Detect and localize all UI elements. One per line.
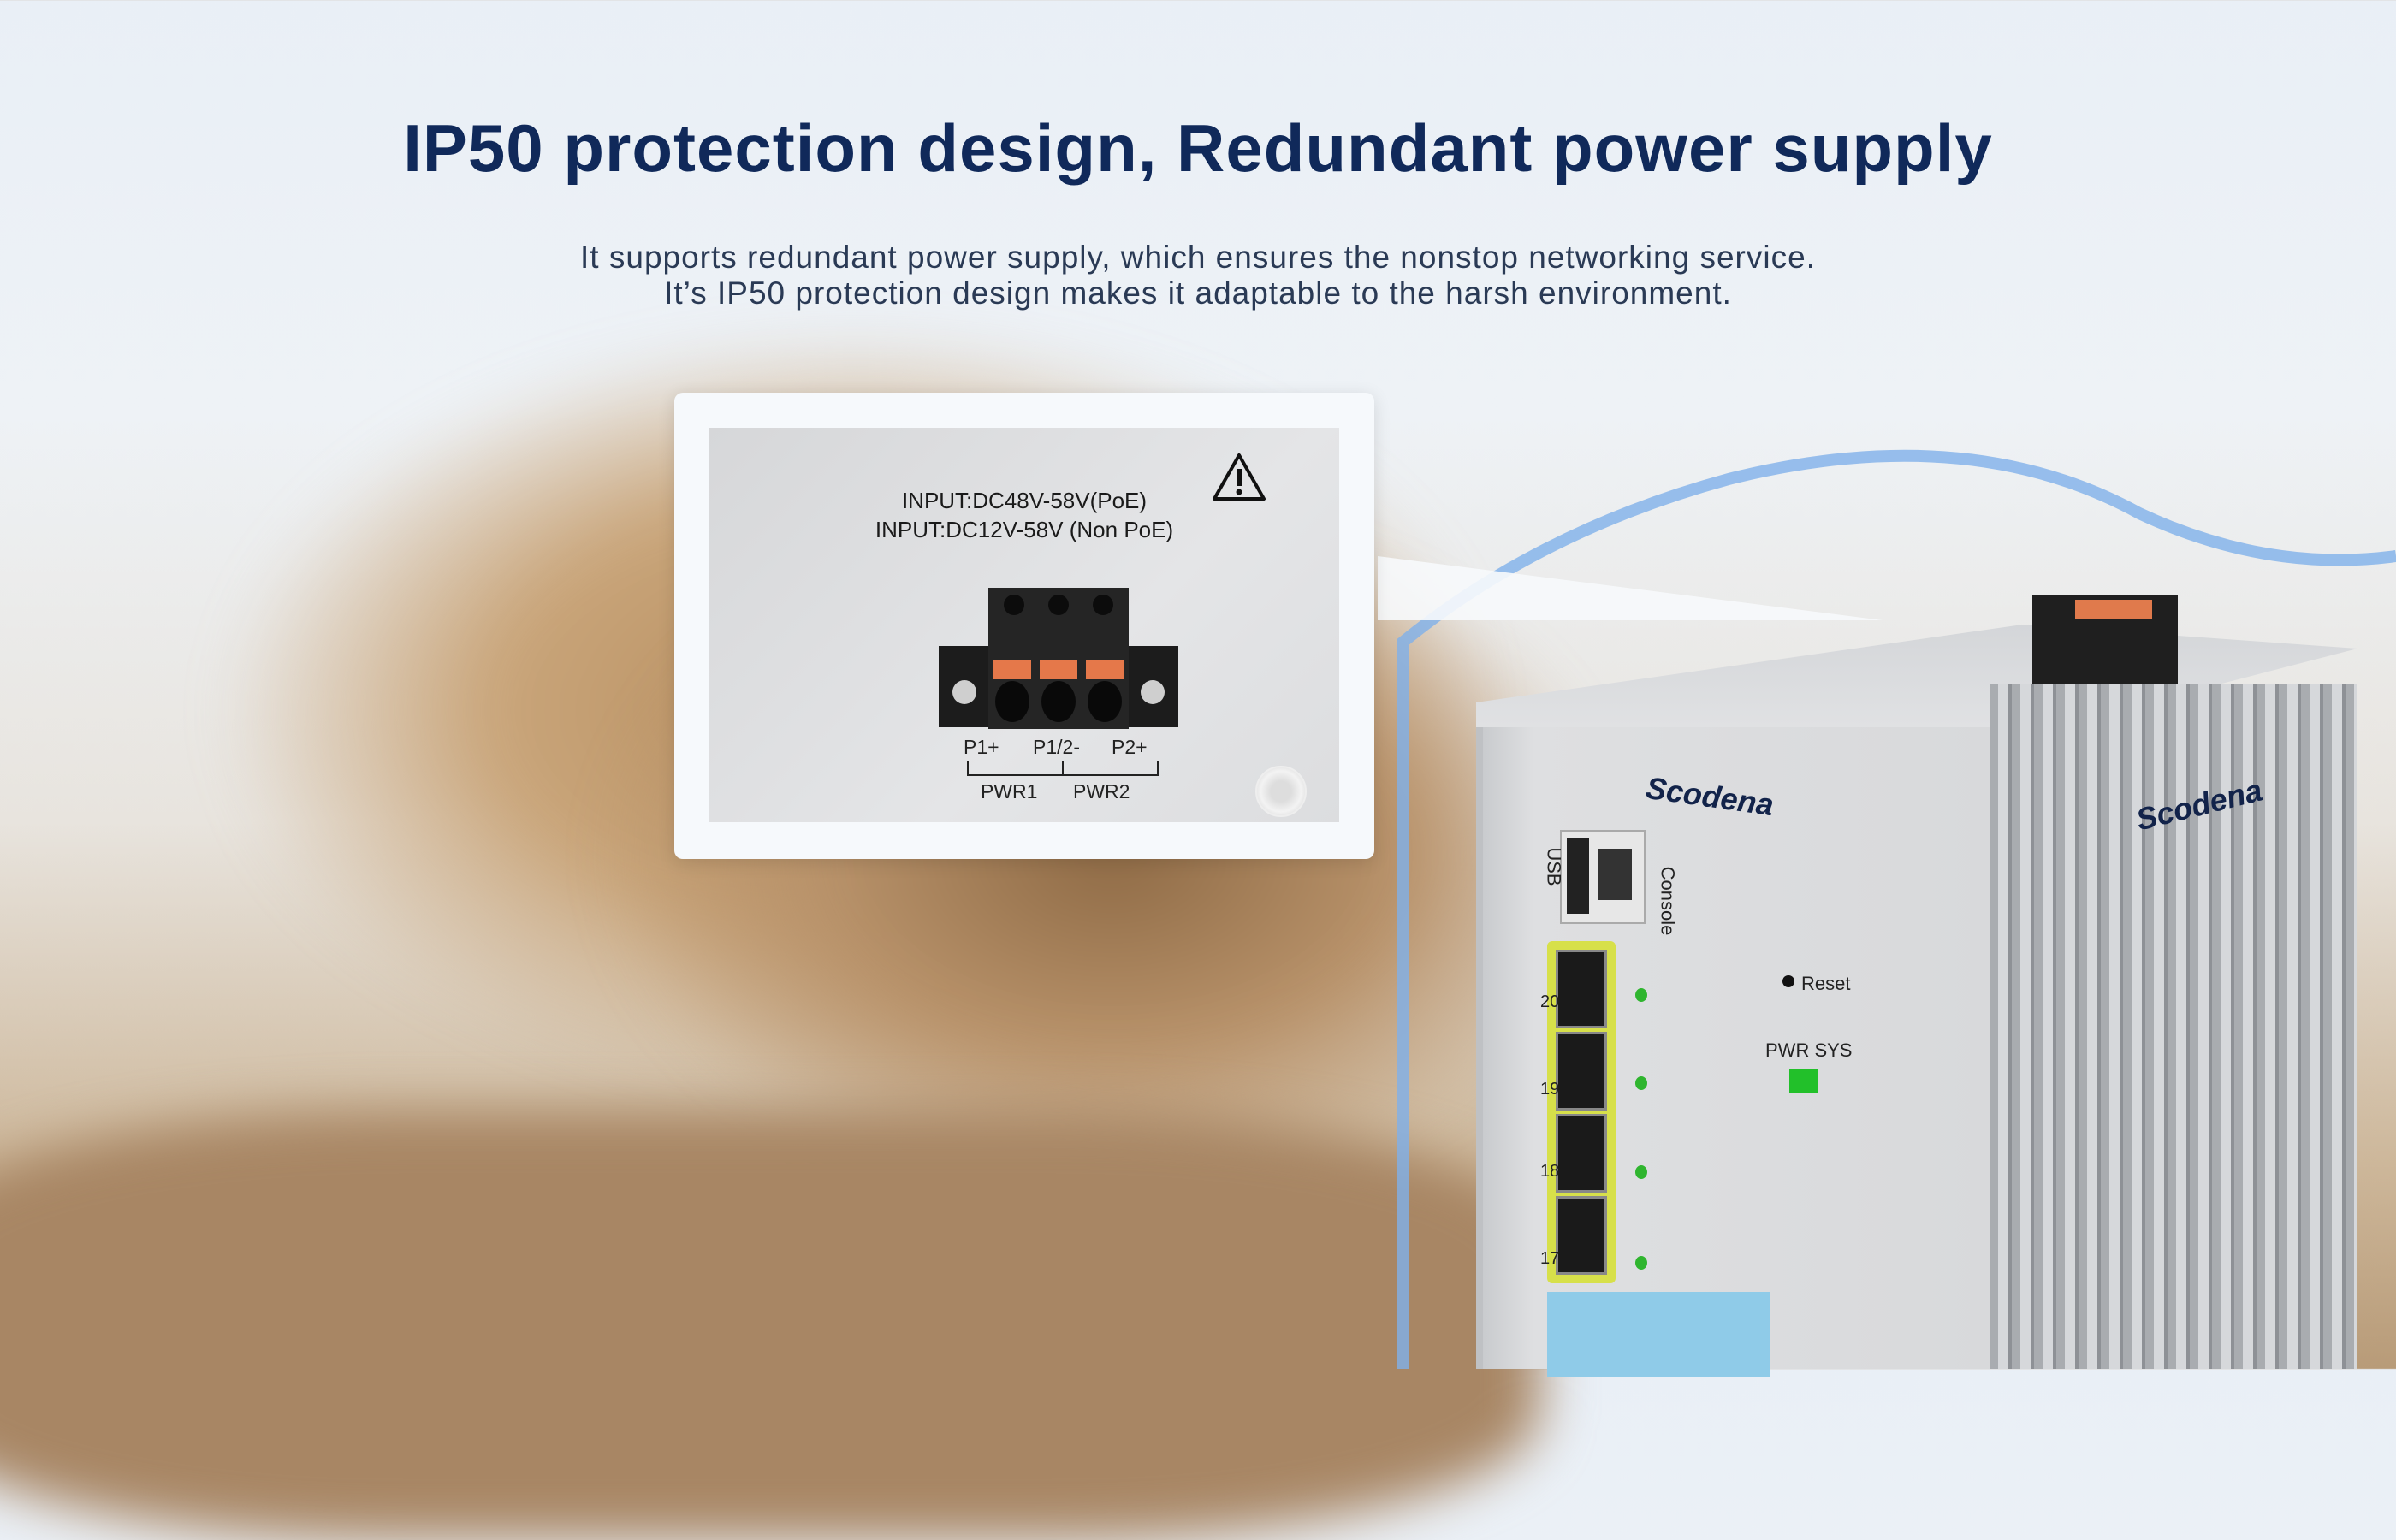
sfp-port[interactable] <box>1556 1114 1607 1193</box>
link-led <box>1635 1165 1647 1179</box>
group-label: PWR1 <box>981 780 1038 803</box>
power-terminal-connector <box>939 588 1178 729</box>
subtitle-line-1: It supports redundant power supply, whic… <box>580 240 1816 275</box>
desert-ground <box>0 1112 1540 1540</box>
subtitle-line-2: It’s IP50 protection design makes it ada… <box>664 275 1732 311</box>
usb-label: USB <box>1543 847 1565 886</box>
power-panel: INPUT:DC48V-58V(PoE) INPUT:DC12V-58V (No… <box>709 428 1339 822</box>
sfp-port[interactable] <box>1556 950 1607 1028</box>
pin-label: P1+ <box>964 736 999 758</box>
pwr-bracket <box>967 761 1159 776</box>
reset-label: Reset <box>1801 973 1851 994</box>
power-input-callout: INPUT:DC48V-58V(PoE) INPUT:DC12V-58V (No… <box>674 393 1374 859</box>
reset-button[interactable] <box>1782 975 1794 987</box>
input-spec-poe: INPUT:DC48V-58V(PoE) <box>901 488 1148 513</box>
page-title: IP50 protection design, Redundant power … <box>403 110 1993 186</box>
sfp-port[interactable] <box>1556 1196 1607 1275</box>
link-led <box>1635 988 1647 1002</box>
port-number: 17 <box>1540 1249 1560 1268</box>
usb-port[interactable] <box>1567 838 1589 914</box>
pin-label: P1/2- <box>1033 736 1080 758</box>
port-number: 18 <box>1540 1162 1560 1181</box>
heatsink <box>1990 684 2357 1369</box>
link-led <box>1635 1256 1647 1270</box>
port-number: 20 <box>1540 992 1560 1011</box>
blue-wave-decoration <box>1378 449 2396 1369</box>
input-spec-non-poe: INPUT:DC12V-58V (Non PoE) <box>875 517 1174 542</box>
port-number: 19 <box>1540 1080 1560 1099</box>
link-led <box>1635 1076 1647 1090</box>
sfp-port-group: 20 19 18 17 <box>1540 941 1616 1283</box>
brand-logo: Scodena <box>1643 769 1776 823</box>
group-label: PWR2 <box>1073 780 1130 803</box>
device-front-panel: Scodena USB Console 20 19 18 17 Reset PW… <box>1476 727 1990 1377</box>
pin-label: P2+ <box>1112 736 1148 758</box>
pwr-sys-led <box>1789 1069 1818 1093</box>
status-led-label: PWR SYS <box>1765 1040 1853 1061</box>
screw-icon <box>1255 766 1307 817</box>
sfp-port[interactable] <box>1556 1032 1607 1111</box>
network-switch-device: Scodena Scodena USB Console 20 19 18 17 … <box>1476 595 2396 1377</box>
rj45-port-group <box>1547 1292 1770 1377</box>
warning-triangle-icon <box>1213 453 1266 500</box>
usb-console-ports <box>1560 830 1646 924</box>
console-port[interactable] <box>1598 849 1632 900</box>
console-label: Console <box>1657 866 1679 936</box>
